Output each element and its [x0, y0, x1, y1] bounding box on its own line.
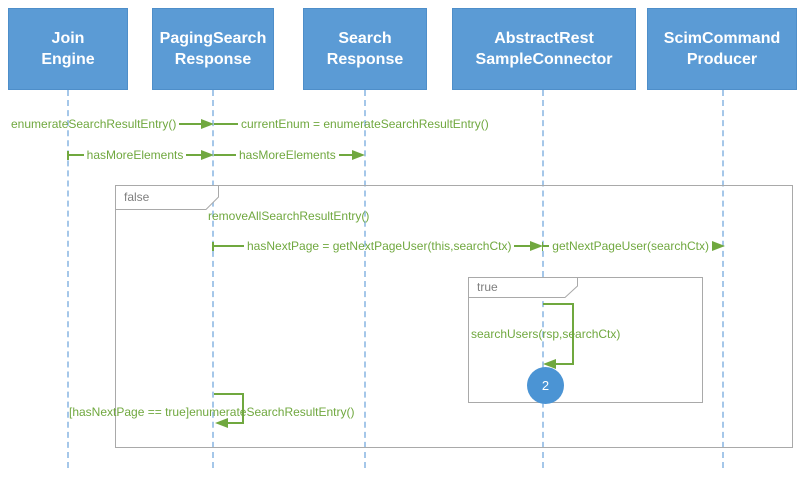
message-label: hasNextPage = getNextPageUser(this,searc… [247, 239, 512, 253]
actor-label-line2: Producer [686, 51, 758, 68]
message-current-enum: currentEnum = enumerateSearchResultEntry… [214, 117, 492, 131]
actor-pagingsearch-response: PagingSearch Response [152, 8, 274, 90]
fragment-frame-false [115, 185, 793, 448]
message-label: hasMoreElements [239, 148, 336, 162]
actor-join-engine: Join Engine [8, 8, 128, 90]
message-line [214, 245, 244, 247]
arrowhead-right-icon [712, 241, 725, 251]
lifeline-pagingsearch-response [212, 90, 214, 468]
actor-label-line2: Engine [41, 51, 95, 68]
reference-badge: 2 [527, 367, 564, 404]
message-has-more-elements-2: hasMoreElements [214, 148, 365, 162]
message-line [69, 154, 84, 156]
arrowhead-right-icon [530, 241, 543, 251]
lifeline-scimcommand-producer [722, 90, 724, 468]
message-line [543, 245, 550, 247]
actor-label-line1: PagingSearch [159, 30, 267, 47]
message-has-next-page: hasNextPage = getNextPageUser(this,searc… [212, 239, 543, 253]
message-start-tick [212, 241, 214, 251]
actor-label-line2: Response [174, 51, 252, 68]
message-start-tick [542, 241, 544, 251]
message-label: enumerateSearchResultEntry() [11, 117, 177, 131]
arrowhead-left-icon [543, 359, 556, 369]
message-line [514, 245, 530, 247]
message-label: getNextPageUser(searchCtx) [552, 239, 709, 253]
actor-label-line1: ScimCommand [663, 30, 781, 47]
fragment-tab-false [115, 185, 219, 210]
fragment-tab-true [468, 277, 578, 298]
self-message-line-top [214, 393, 244, 395]
self-message-line-right [572, 303, 574, 365]
message-start-tick [67, 150, 69, 160]
self-message-line-top [543, 303, 574, 305]
message-label: currentEnum = enumerateSearchResultEntry… [241, 117, 489, 131]
arrowhead-left-icon [215, 418, 228, 428]
message-get-next-page-user: getNextPageUser(searchCtx) [542, 239, 725, 253]
actor-label-line1: AbstractRest [494, 30, 594, 47]
actor-label-line1: Join [51, 30, 85, 47]
actor-abstractrest-sampleconnector: AbstractRest SampleConnector [452, 8, 636, 90]
message-line [214, 123, 238, 125]
message-line [214, 154, 236, 156]
message-has-more-elements-1: hasMoreElements [67, 148, 214, 162]
actor-search-response: Search Response [303, 8, 427, 90]
message-label: hasMoreElements [86, 148, 184, 162]
message-remove-all: removeAllSearchResultEntry() [208, 209, 370, 223]
message-search-users: searchUsers(rsp,searchCtx) [471, 327, 621, 341]
message-enumerate-search-result-entry: enumerateSearchResultEntry() [8, 117, 214, 131]
lifeline-join-engine [67, 90, 69, 468]
lifeline-search-response [364, 90, 366, 468]
actor-label-line2: SampleConnector [475, 51, 613, 68]
fragment-frame-true [468, 277, 703, 403]
message-line [186, 154, 201, 156]
message-line [338, 154, 352, 156]
self-message-line-bottom [556, 363, 574, 365]
actor-label-line1: Search [338, 30, 392, 47]
message-loop-back: [hasNextPage == true]enumerateSearchResu… [69, 405, 355, 419]
badge-value: 2 [541, 378, 550, 393]
fragment-label-true: true [477, 280, 498, 294]
fragment-label-false: false [124, 190, 150, 204]
actor-label-line2: Response [326, 51, 404, 68]
self-message-line-right [242, 393, 244, 424]
self-message-line-bottom [228, 422, 244, 424]
arrowhead-right-icon [201, 150, 214, 160]
actor-scimcommand-producer: ScimCommand Producer [647, 8, 797, 90]
message-line [179, 123, 201, 125]
arrowhead-right-icon [352, 150, 365, 160]
arrowhead-right-icon [201, 119, 214, 129]
